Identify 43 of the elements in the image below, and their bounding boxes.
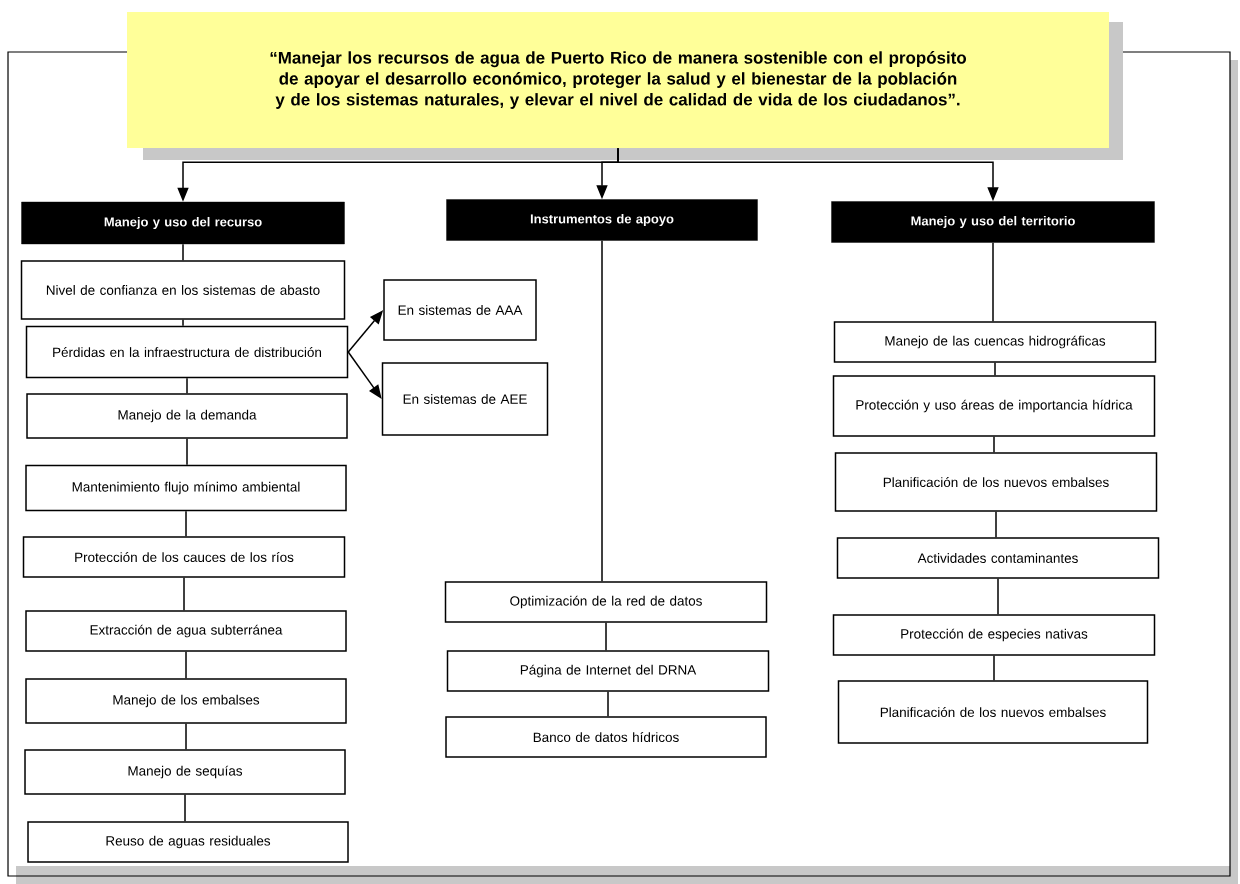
process-box: Página de Internet del DRNA — [446, 650, 770, 692]
connector-line — [993, 436, 995, 453]
process-box: Planificación de los nuevos embalses — [834, 452, 1158, 512]
process-box: Manejo de la demanda — [26, 393, 348, 439]
process-box: Nivel de confianza en los sistemas de abasto — [20, 260, 346, 320]
process-box: En sistemas de AAA — [383, 279, 537, 341]
vision-statement-box: “Manejar los recursos de agua de Puerto Rico de manera sostenible con el propósito de apoyar el desarrollo económico, proteger la salud y el bienestar de la población y de los sistemas naturales, y elevar el nivel de calidad de vida de los ciudadanos”. — [127, 12, 1109, 148]
process-box: Protección de los cauces de los ríos — [22, 536, 346, 578]
connector-line — [992, 241, 994, 322]
process-box: Protección de especies nativas — [832, 614, 1156, 656]
process-box: Manejo de sequías — [24, 749, 346, 795]
connector-line — [185, 510, 187, 537]
connector-line — [182, 243, 184, 261]
process-box: En sistemas de AEE — [381, 362, 549, 436]
process-box: Optimización de la red de datos — [444, 581, 768, 623]
process-box: Banco de datos hídricos — [445, 716, 767, 758]
process-box: Manejo de las cuencas hidrográficas — [833, 321, 1157, 363]
header-bar: Manejo y uso del recurso — [21, 201, 345, 245]
process-box: Extracción de agua subterránea — [25, 610, 347, 652]
arrow — [347, 351, 382, 399]
connector-line — [186, 377, 188, 394]
connector-line — [182, 319, 184, 327]
connector-line — [185, 723, 187, 750]
process-box: Pérdidas en la infraestructura de distribución — [25, 325, 349, 379]
connector-line — [186, 438, 188, 466]
connector-line — [605, 622, 607, 651]
process-box: Actividades contaminantes — [836, 537, 1160, 579]
connector-line — [994, 362, 996, 376]
process-box: Manejo de los embalses — [25, 678, 347, 724]
process-box: Mantenimiento flujo mínimo ambiental — [25, 464, 347, 512]
connector-line — [601, 239, 603, 582]
connector-line — [183, 577, 185, 611]
connector-line — [607, 691, 609, 717]
connector-line — [184, 794, 186, 822]
header-bar: Manejo y uso del territorio — [831, 201, 1155, 243]
header-bar: Instrumentos de apoyo — [446, 199, 758, 241]
connector-line — [995, 511, 997, 538]
process-box: Protección y uso áreas de importancia hídrica — [832, 375, 1156, 437]
connector-line — [185, 651, 187, 679]
connector-line — [997, 578, 999, 615]
process-box: Planificación de los nuevos embalses — [837, 680, 1149, 744]
process-box: Reuso de aguas residuales — [27, 821, 349, 863]
connector-line — [993, 655, 995, 681]
